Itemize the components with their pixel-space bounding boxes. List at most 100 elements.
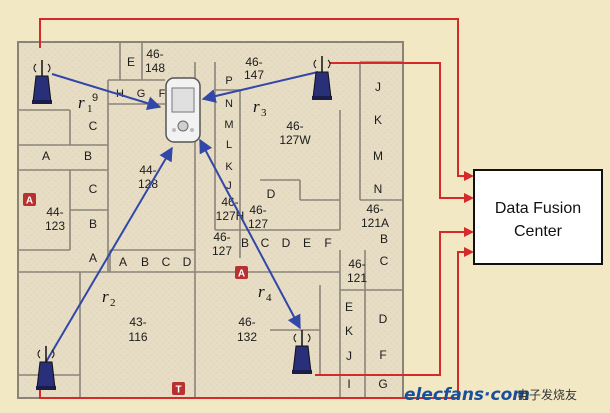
access-point-3 xyxy=(312,56,332,100)
range-label-r1: r xyxy=(78,93,85,112)
room-a2: A xyxy=(89,251,97,265)
range-arrow-r1 xyxy=(51,73,162,111)
room-l: L xyxy=(226,139,232,151)
room-46-148-line1: 46- xyxy=(146,47,163,61)
room-g5: G xyxy=(378,377,387,391)
room-b1: B xyxy=(84,149,92,163)
room-46-121-line1: 46- xyxy=(348,257,365,271)
building-outline xyxy=(17,41,404,399)
room-e-top: E xyxy=(127,55,135,69)
signal-icon xyxy=(33,63,51,73)
room-n1: N xyxy=(225,98,233,110)
room-e4: E xyxy=(303,236,311,250)
wire-arrowheads xyxy=(464,171,474,257)
room-46-147-line2: 147 xyxy=(244,68,264,82)
wire-ap1 xyxy=(39,18,472,177)
room-46-132-line1: 46- xyxy=(238,315,255,329)
signal-icon xyxy=(37,349,55,359)
arrowhead-3 xyxy=(464,227,474,237)
range-arrow-r2 xyxy=(45,146,173,363)
room-46-127b-line1: 46- xyxy=(213,230,230,244)
room-nine: 9 xyxy=(92,92,98,104)
range-label-r4-sub: 4 xyxy=(266,292,272,304)
marker-t-bottom xyxy=(172,382,185,395)
room-43-116-line2: 116 xyxy=(128,330,147,344)
room-c5: C xyxy=(380,254,389,268)
signal-icon xyxy=(293,333,311,343)
room-c3: C xyxy=(162,255,171,269)
floor-plan xyxy=(17,41,404,399)
room-f5: F xyxy=(379,348,386,362)
room-43-116-line1: 43- xyxy=(129,315,146,329)
room-k1: K xyxy=(225,161,233,173)
marker-a-center-label: A xyxy=(238,269,245,280)
room-d1: D xyxy=(267,187,276,201)
wire-ap4 xyxy=(315,231,472,376)
range-arrows xyxy=(45,71,319,363)
room-a1: A xyxy=(42,149,50,163)
room-46-121a-line1: 46- xyxy=(366,202,383,216)
pda-device-icon xyxy=(165,77,201,143)
room-a3: A xyxy=(119,255,127,269)
arrowhead-2 xyxy=(464,193,474,203)
range-arrow-r4 xyxy=(199,138,301,330)
room-m2: M xyxy=(373,149,383,163)
watermark: elecfans·com 电子发烧友 xyxy=(404,385,577,405)
range-label-r2: r xyxy=(102,287,109,306)
room-j2: J xyxy=(375,80,381,94)
marker-t-bottom-label: T xyxy=(175,385,181,396)
room-b2: B xyxy=(89,217,97,231)
room-46-147-line1: 46- xyxy=(245,55,262,69)
range-labels: r 1 9 r 2 r 3 r 4 xyxy=(78,92,272,309)
marker-a-left-label: A xyxy=(26,196,33,207)
wiring-to-fusion-center xyxy=(39,18,472,399)
range-label-r4: r xyxy=(258,282,265,301)
room-i: I xyxy=(347,377,350,391)
signal-icon xyxy=(313,59,331,69)
room-c2: C xyxy=(89,182,98,196)
arrowhead-1 xyxy=(464,171,474,181)
room-b4: B xyxy=(241,236,249,250)
room-46-121-line2: 121 xyxy=(347,271,367,285)
room-44-128-line1: 44- xyxy=(139,163,156,177)
room-44-123-line2: 123 xyxy=(45,219,65,233)
room-46-132-line2: 132 xyxy=(237,330,257,344)
room-46-127b-line2: 127 xyxy=(212,244,232,258)
watermark-brand: elecfans·com xyxy=(404,385,530,405)
arrowhead-4 xyxy=(464,247,474,257)
room-46-127-line2: 127 xyxy=(248,217,268,231)
wire-ap2 xyxy=(39,251,472,399)
room-d3: D xyxy=(183,255,192,269)
fusion-center-line2: Center xyxy=(514,223,563,240)
room-j3: J xyxy=(346,349,352,363)
room-g: G xyxy=(137,88,146,100)
room-c4: C xyxy=(261,236,270,250)
room-46-148-line2: 148 xyxy=(145,61,165,75)
room-b3: B xyxy=(141,255,149,269)
room-k3: K xyxy=(345,324,353,338)
data-fusion-center: Data Fusion Center xyxy=(473,169,603,265)
range-label-r1-sub: 1 xyxy=(87,103,93,115)
range-label-r3: r xyxy=(253,97,260,116)
range-label-r3-sub: 3 xyxy=(261,107,267,119)
marker-a-left xyxy=(23,193,36,206)
room-44-123-line1: 44- xyxy=(46,205,63,219)
room-e5: E xyxy=(345,300,353,314)
room-46-121a-line2: 121A xyxy=(361,216,389,230)
range-label-r2-sub: 2 xyxy=(110,297,116,309)
access-point-1 xyxy=(32,60,52,104)
room-46-127w-line1: 46- xyxy=(286,119,303,133)
fusion-center-box xyxy=(473,169,603,265)
access-point-2 xyxy=(36,346,56,390)
fusion-center-line1: Data Fusion xyxy=(495,200,581,217)
access-point-4 xyxy=(292,330,312,374)
room-46-127-line1: 46- xyxy=(249,203,266,217)
room-d5: D xyxy=(379,312,388,326)
room-m1: M xyxy=(224,119,233,131)
room-f: F xyxy=(159,88,166,100)
watermark-cn: 电子发烧友 xyxy=(517,387,577,402)
room-46-127w-line2: 127W xyxy=(279,133,311,147)
room-k2: K xyxy=(374,113,382,127)
